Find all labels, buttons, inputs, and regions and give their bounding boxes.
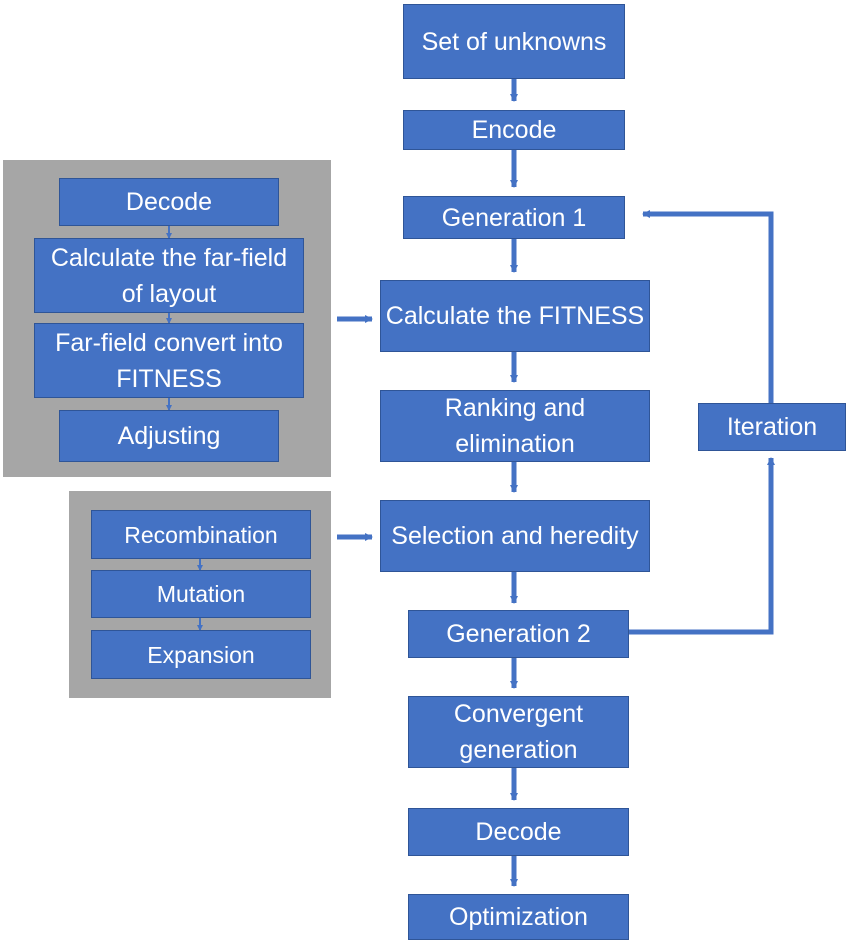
- step-label: Set of unknowns: [421, 27, 607, 56]
- step-label: Optimization: [449, 903, 588, 931]
- step-ranking-elimination: Ranking and elimination: [380, 390, 650, 462]
- step-calculate-fitness: Calculate the FITNESS: [380, 280, 650, 352]
- step-label: Generation 1: [441, 203, 587, 232]
- step-label: Convergent generation: [453, 700, 584, 764]
- step-generation-2: Generation 2: [408, 610, 629, 658]
- step-selection-heredity: Selection and heredity: [380, 500, 650, 572]
- iteration-box: Iteration: [698, 403, 846, 451]
- operator-mutation: Mutation: [91, 570, 311, 618]
- fitness-step-label: Calculate the far-field of layout: [50, 243, 288, 308]
- step-optimization: Optimization: [408, 894, 629, 940]
- fitness-step-adjusting: Adjusting: [59, 410, 279, 462]
- fitness-step-label: Far-field convert into FITNESS: [55, 328, 283, 393]
- operator-recombination: Recombination: [91, 510, 311, 559]
- step-set-of-unknowns: Set of unknowns: [403, 4, 625, 79]
- step-label: Generation 2: [446, 620, 591, 648]
- fitness-step-label: Decode: [125, 188, 213, 216]
- operator-expansion: Expansion: [91, 630, 311, 679]
- step-generation-1: Generation 1: [403, 196, 625, 239]
- operator-label: Recombination: [124, 521, 278, 548]
- operator-label: Expansion: [147, 641, 255, 668]
- step-label: Encode: [471, 116, 557, 144]
- step-label: Ranking and elimination: [444, 394, 586, 458]
- step-decode: Decode: [408, 808, 629, 856]
- loop-iteration-to-gen1: [642, 210, 774, 403]
- step-convergent-generation: Convergent generation: [408, 696, 629, 768]
- step-label: Selection and heredity: [391, 522, 639, 550]
- iteration-label: Iteration: [726, 413, 818, 441]
- fitness-step-far-field: Calculate the far-field of layout: [34, 238, 304, 313]
- fitness-step-decode: Decode: [59, 178, 279, 226]
- step-encode: Encode: [403, 110, 625, 150]
- loop-gen2-to-iteration: [629, 457, 775, 635]
- fitness-step-convert: Far-field convert into FITNESS: [34, 323, 304, 398]
- step-label: Decode: [475, 818, 562, 846]
- operator-label: Mutation: [156, 581, 246, 607]
- step-label: Calculate the FITNESS: [385, 302, 645, 330]
- fitness-step-label: Adjusting: [117, 422, 221, 450]
